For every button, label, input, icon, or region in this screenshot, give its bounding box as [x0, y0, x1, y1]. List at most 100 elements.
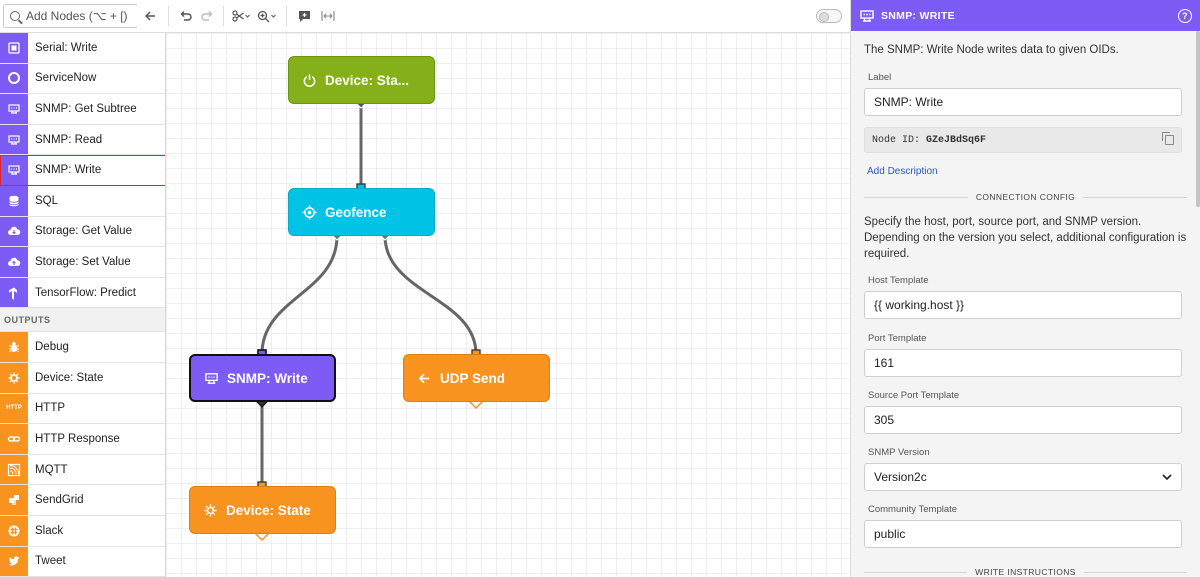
- back-arrow-button[interactable]: [137, 0, 163, 33]
- node-description: The SNMP: Write Node writes data to give…: [864, 44, 1119, 56]
- rss-icon: [0, 454, 28, 485]
- add-comment-button[interactable]: [292, 0, 316, 33]
- node-label: UDP Send: [440, 370, 506, 386]
- palette-item-serial-write[interactable]: Serial: Write: [0, 33, 165, 64]
- node-geofence[interactable]: Geofence: [288, 188, 435, 236]
- palette-item-label: Slack: [35, 524, 64, 537]
- help-icon[interactable]: ?: [1178, 8, 1192, 23]
- snmp-icon: [860, 9, 874, 22]
- slack-icon: [0, 515, 28, 546]
- palette-search: [0, 0, 165, 33]
- palette-item-label: HTTP Response: [35, 432, 120, 445]
- palette-item-storage-set-value[interactable]: Storage: Set Value: [0, 247, 165, 278]
- panel-scrollbar[interactable]: [1196, 31, 1200, 207]
- gear-icon: [0, 362, 28, 393]
- port-template-input[interactable]: [864, 349, 1182, 377]
- community-template-input[interactable]: [864, 520, 1182, 548]
- redo-icon: [200, 11, 212, 21]
- palette-item-device-state[interactable]: Device: State: [0, 362, 165, 394]
- crosshair-icon: [301, 204, 317, 220]
- search-input[interactable]: [26, 9, 146, 23]
- comment-add-icon: [298, 10, 310, 22]
- node-device-state-top[interactable]: Device: Sta...: [288, 56, 435, 104]
- toolbar-toggle-switch[interactable]: [816, 9, 842, 23]
- arrow-left-icon: [416, 370, 432, 386]
- panel-title: SNMP: WRITE: [881, 9, 955, 22]
- bug-icon: [0, 332, 28, 362]
- add-description-link[interactable]: Add Description: [867, 166, 938, 177]
- undo-icon: [180, 11, 192, 21]
- arrow-left-icon: [145, 11, 155, 21]
- node-palette: Serial: Write ServiceNow SNMP: Get Subtr…: [0, 0, 166, 577]
- palette-item-snmp-read[interactable]: SNMP: Read: [0, 124, 165, 156]
- serial-icon: [0, 33, 28, 63]
- snmp-icon: [203, 370, 219, 386]
- palette-item-debug[interactable]: Debug: [0, 332, 165, 363]
- node-properties-panel: SNMP: WRITE ? The SNMP: Write Node write…: [850, 0, 1200, 577]
- palette-item-label: Debug: [35, 341, 69, 354]
- palette-item-sql[interactable]: SQL: [0, 185, 165, 217]
- host-template-input[interactable]: [864, 291, 1182, 319]
- undo-button[interactable]: [174, 0, 196, 33]
- copy-icon[interactable]: [1162, 132, 1174, 145]
- cloud-download-icon: [0, 216, 28, 247]
- palette-item-label: TensorFlow: Predict: [35, 286, 136, 299]
- palette-item-label: SQL: [35, 194, 59, 207]
- palette-item-mqtt[interactable]: MQTT: [0, 454, 165, 486]
- palette-item-http-response[interactable]: HTTP Response: [0, 424, 165, 455]
- node-udp-send[interactable]: UDP Send: [403, 354, 550, 402]
- editor-toolbar: [137, 0, 850, 33]
- chevron-down-icon: [1162, 473, 1172, 480]
- palette-item-snmp-get-subtree[interactable]: SNMP: Get Subtree: [0, 94, 165, 125]
- source-port-template-input[interactable]: [864, 406, 1182, 434]
- search-icon: [10, 11, 20, 21]
- search-box[interactable]: [3, 4, 162, 28]
- node-device-state-bottom[interactable]: Device: State: [189, 486, 336, 534]
- snmp-version-select[interactable]: Version2c: [864, 463, 1182, 491]
- tensorflow-icon: [0, 277, 28, 308]
- palette-item-tensorflow-predict[interactable]: TensorFlow: Predict: [0, 277, 165, 309]
- palette-item-slack[interactable]: Slack: [0, 515, 165, 547]
- palette-item-label: SendGrid: [35, 494, 84, 507]
- gear-icon: [202, 502, 218, 518]
- zoom-menu-button[interactable]: [253, 0, 281, 33]
- palette-item-snmp-write[interactable]: SNMP: Write: [0, 155, 165, 186]
- connection-config-description: Specify the host, port, source port, and…: [864, 216, 1187, 260]
- redo-button[interactable]: [196, 0, 218, 33]
- palette-item-label: SNMP: Write: [35, 164, 102, 177]
- community-template-label: Community Template: [868, 504, 958, 515]
- node-label: Device: Sta...: [325, 72, 410, 88]
- workflow-canvas[interactable]: Device: Sta... Geofence SNMP: Write UDP …: [166, 33, 850, 577]
- palette-item-label: SNMP: Read: [35, 133, 103, 146]
- label-field-label: Label: [868, 72, 892, 83]
- palette-item-label: SNMP: Get Subtree: [35, 102, 137, 115]
- palette-section-outputs: OUTPUTS: [0, 308, 165, 333]
- servicenow-icon: [0, 63, 28, 94]
- palette-item-storage-get-value[interactable]: Storage: Get Value: [0, 216, 165, 248]
- fit-view-button[interactable]: [316, 0, 340, 33]
- source-port-template-label: Source Port Template: [868, 390, 960, 401]
- node-snmp-write[interactable]: SNMP: Write: [189, 354, 336, 402]
- panel-body: The SNMP: Write Node writes data to give…: [851, 42, 1200, 577]
- snmp-icon: [0, 94, 28, 124]
- label-input[interactable]: [864, 88, 1182, 116]
- node-id-label: Node ID:: [872, 134, 921, 146]
- sendgrid-icon: [0, 485, 28, 515]
- wire-geofence-to-snmp-write: [260, 235, 339, 355]
- write-instructions-title: WRITE INSTRUCTIONS: [975, 567, 1076, 577]
- palette-item-label: Storage: Set Value: [35, 255, 131, 268]
- snmp-version-value: Version2c: [874, 470, 927, 484]
- palette-item-label: Storage: Get Value: [35, 225, 132, 238]
- host-template-label: Host Template: [868, 275, 929, 286]
- cut-menu-button[interactable]: [229, 0, 253, 33]
- scissors-icon: [232, 10, 250, 22]
- link-icon: [0, 424, 28, 454]
- palette-item-label: ServiceNow: [35, 72, 97, 85]
- zoom-in-icon: [257, 10, 276, 22]
- palette-item-sendgrid[interactable]: SendGrid: [0, 485, 165, 516]
- palette-item-servicenow[interactable]: ServiceNow: [0, 63, 165, 95]
- palette-item-label: Serial: Write: [35, 41, 98, 54]
- palette-item-http[interactable]: HTTP HTTP: [0, 393, 165, 425]
- database-icon: [0, 185, 28, 216]
- palette-item-tweet[interactable]: Tweet: [0, 546, 165, 577]
